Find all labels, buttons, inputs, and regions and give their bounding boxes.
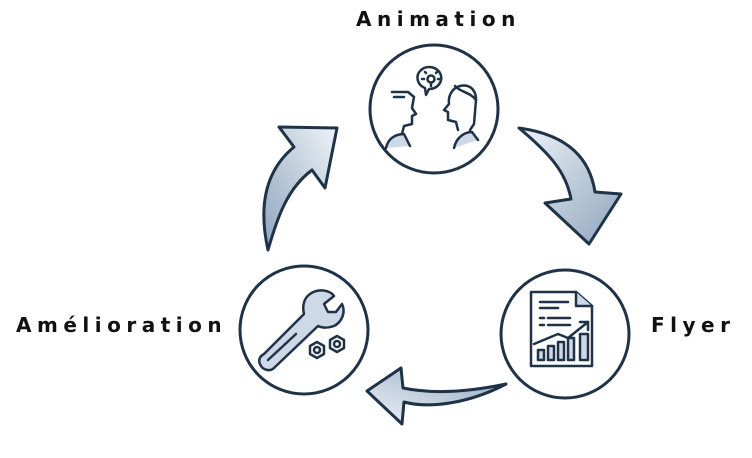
label-amelioration: Amélioration	[16, 313, 228, 337]
arrow-animation-to-flyer	[517, 126, 623, 246]
arrow-amelioration-to-animation	[262, 125, 339, 252]
label-flyer: Flyer	[651, 313, 736, 337]
label-animation: Animation	[356, 7, 521, 31]
wrench-nuts-icon	[257, 289, 346, 372]
node-amelioration	[238, 264, 370, 396]
node-animation	[368, 43, 500, 175]
report-chart-icon	[529, 290, 594, 368]
people-idea-icon	[384, 65, 480, 150]
arrow-flyer-to-amelioration	[365, 366, 508, 426]
node-flyer	[499, 268, 631, 400]
